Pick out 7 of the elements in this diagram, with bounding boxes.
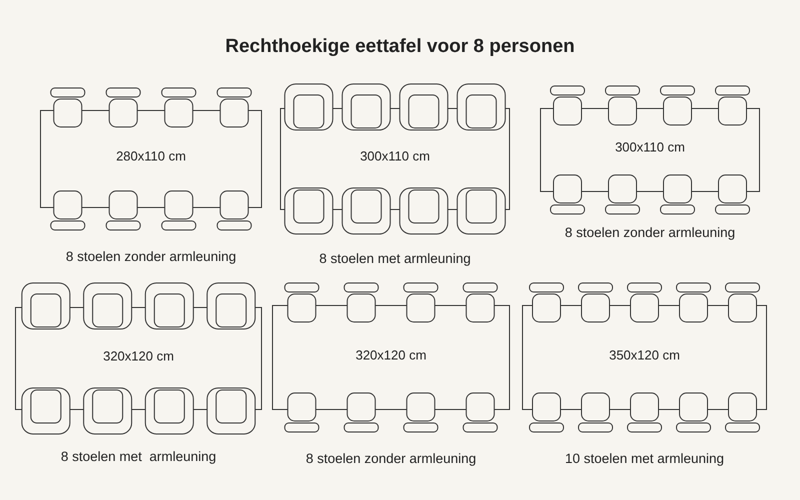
table-caption: 8 stoelen zonder armleuning — [564, 225, 736, 240]
title: Rechthoekige eettafel voor 8 personen — [224, 36, 576, 58]
table-caption: 10 stoelen met armleuning — [564, 451, 724, 466]
table-caption: 8 stoelen met armleuning — [319, 251, 471, 266]
table-caption: 8 stoelen met armleuning — [60, 449, 216, 464]
table-caption: 8 stoelen zonder armleuning — [306, 451, 476, 466]
table-caption: 8 stoelen zonder armleuning — [66, 249, 236, 264]
